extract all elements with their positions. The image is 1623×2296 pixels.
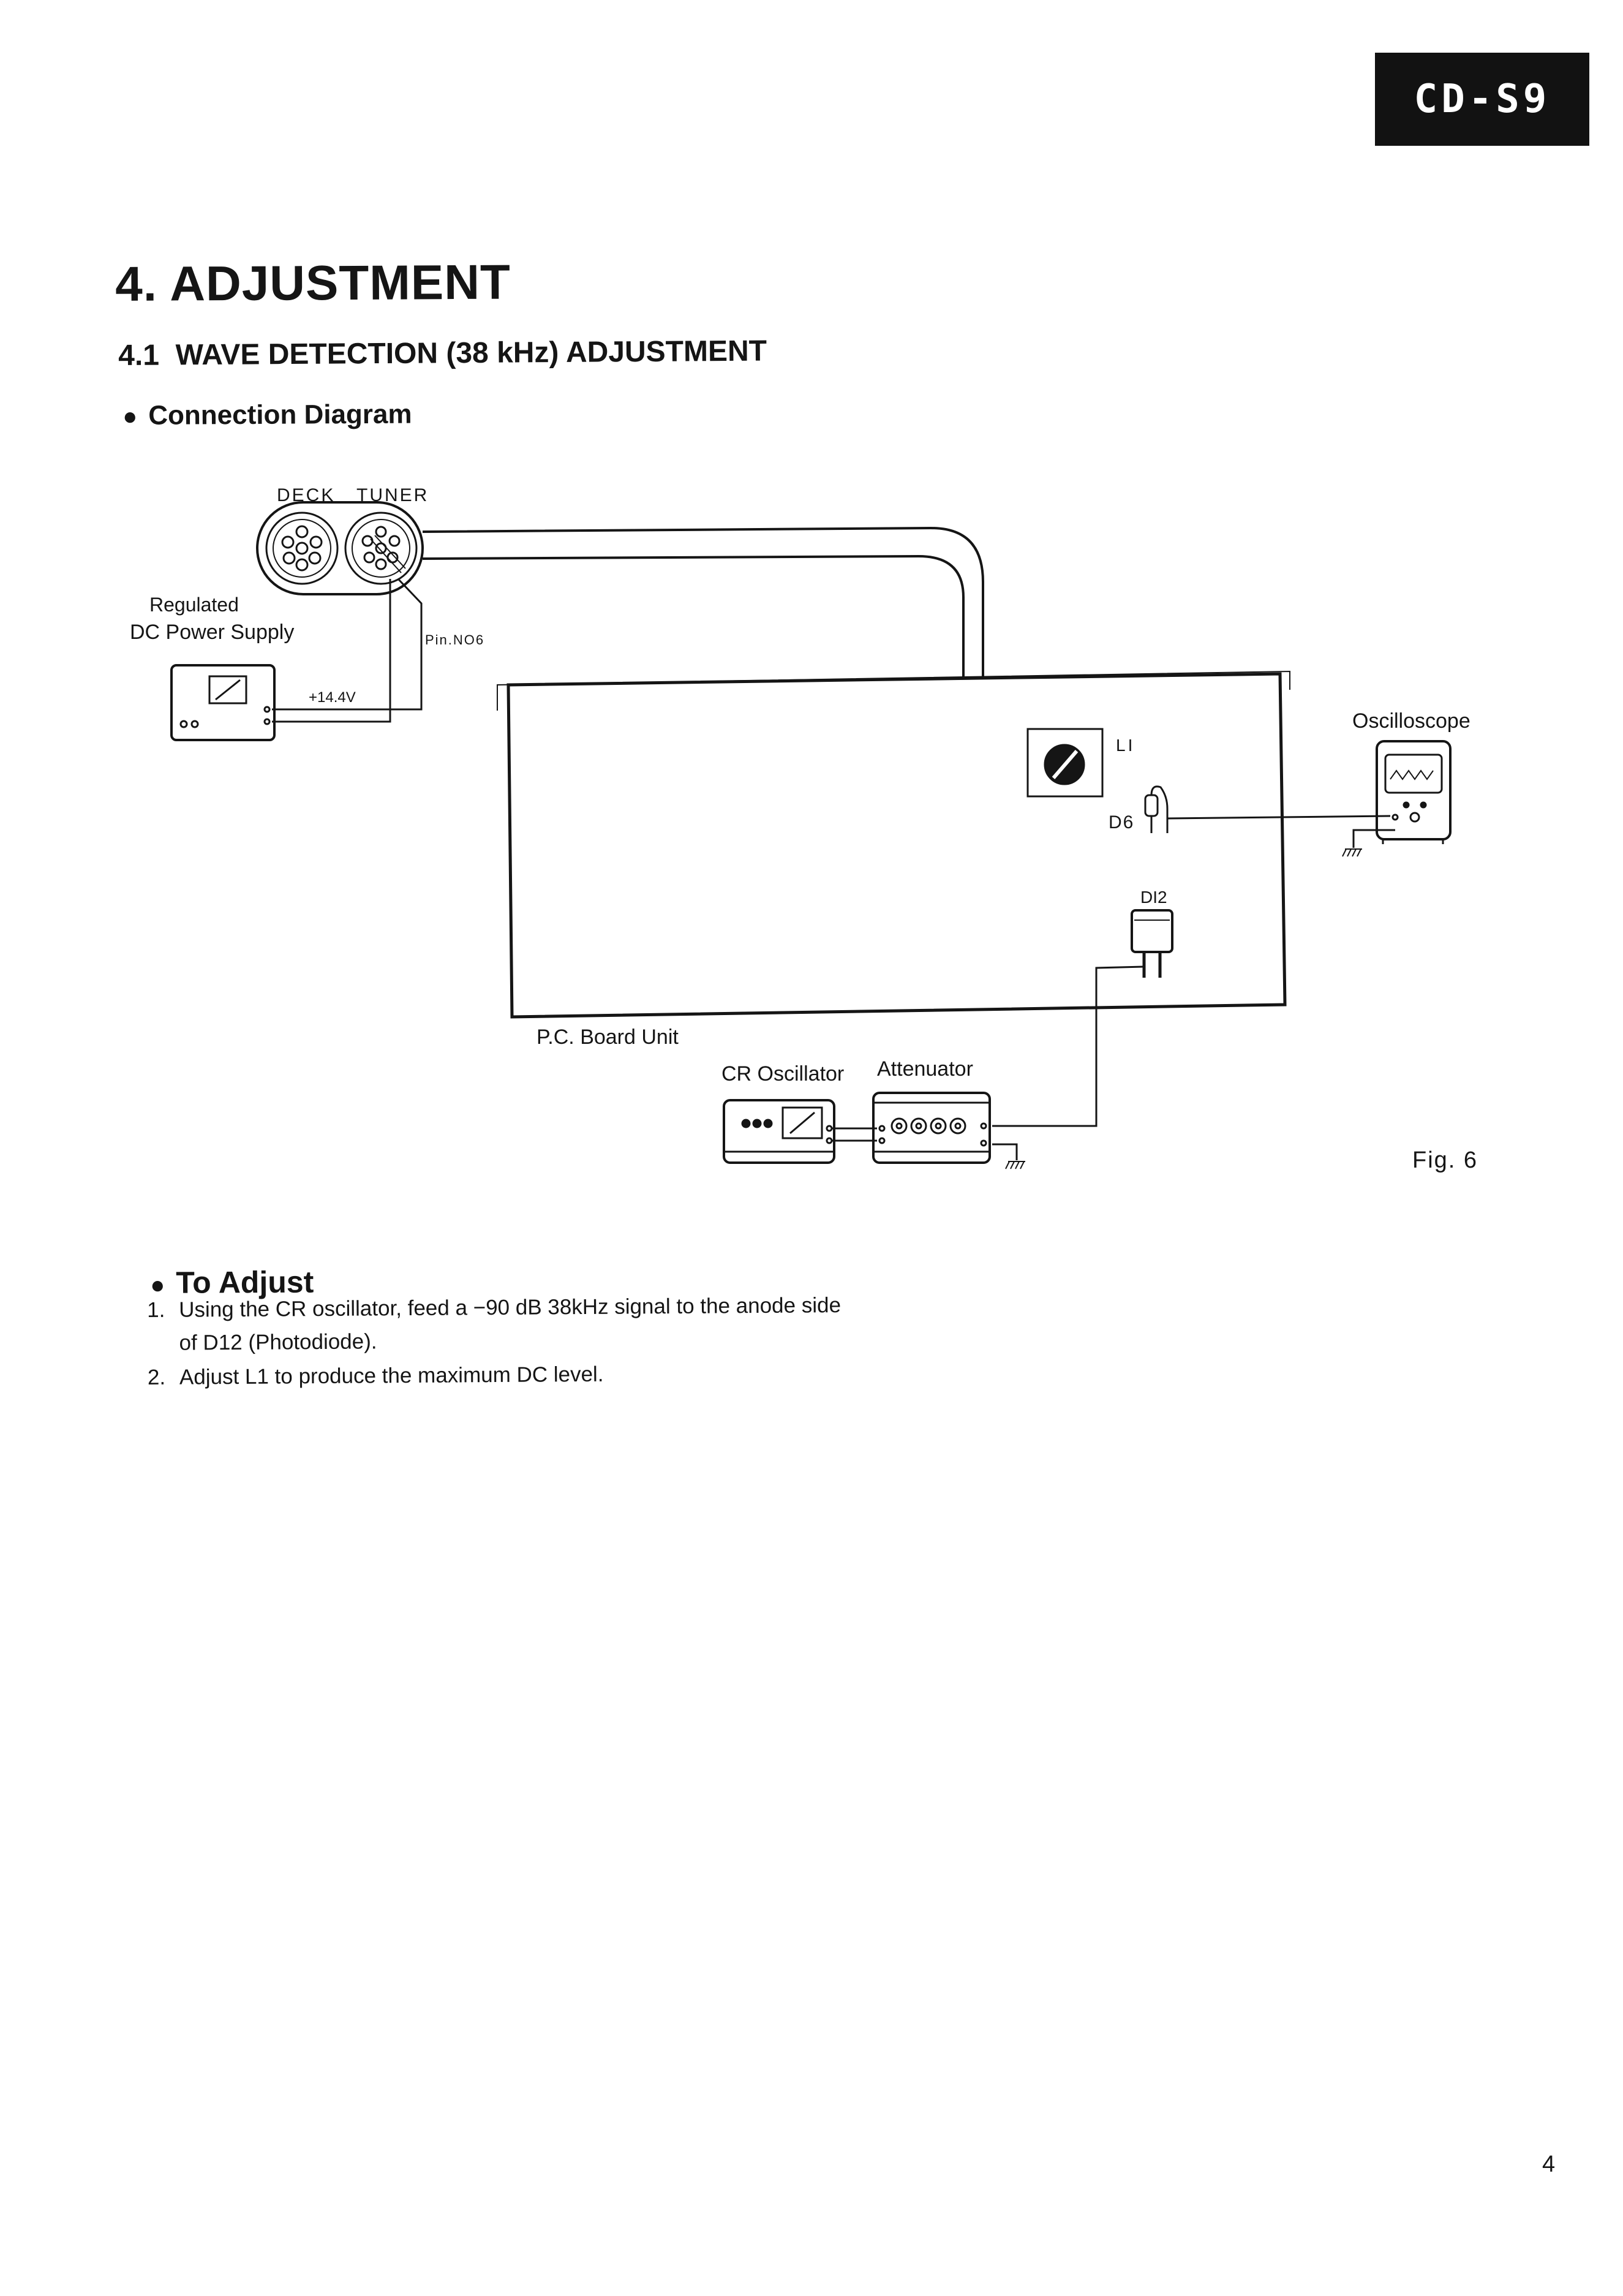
l1-coil-icon — [1026, 728, 1104, 798]
l1-label: LI — [1116, 736, 1135, 755]
d12-photodiode-icon — [1131, 909, 1173, 978]
pc-board-unit — [497, 670, 1290, 1019]
d12-signal-wire — [992, 965, 1145, 1127]
d6-label: D6 — [1109, 812, 1134, 833]
power-supply-label-line1: Regulated — [149, 594, 239, 616]
oscilloscope-wire — [1167, 815, 1391, 820]
figure-label: Fig. 6 — [1412, 1147, 1478, 1173]
voltage-label: +14.4V — [309, 689, 356, 706]
page-number: 4 — [1542, 2151, 1556, 2177]
deck-tuner-connectors — [256, 501, 424, 595]
deck-label: DECK — [277, 485, 335, 505]
step-text: Using the CR oscillator, feed a −90 dB 3… — [179, 1293, 842, 1355]
step-item: 1. Using the CR oscillator, feed a −90 d… — [147, 1289, 852, 1360]
pcb-label: P.C. Board Unit — [537, 1025, 679, 1049]
step-text: Adjust L1 to produce the maximum DC leve… — [179, 1362, 604, 1389]
tuner-label: TUNER — [356, 485, 429, 505]
deck-connector-icon — [265, 512, 339, 585]
attenuator-icon — [872, 1092, 991, 1164]
attenuator-label: Attenuator — [877, 1057, 973, 1081]
step-number: 2. — [147, 1365, 166, 1389]
step-number: 1. — [147, 1297, 165, 1322]
dc-power-supply-icon — [170, 664, 276, 741]
connector-cable — [422, 526, 984, 679]
connection-diagram: DECK TUNER Regulated DC Power Supply +14… — [130, 485, 1478, 1173]
d12-label: DI2 — [1140, 888, 1167, 907]
power-wire — [272, 579, 391, 723]
cr-oscillator-label: CR Oscillator — [721, 1062, 844, 1086]
cr-oscillator-icon — [723, 1099, 835, 1164]
model-badge: CD-S9 — [1375, 53, 1589, 146]
oscilloscope-label: Oscilloscope — [1352, 709, 1470, 733]
adjustment-steps: 1. Using the CR oscillator, feed a −90 d… — [147, 1289, 852, 1395]
oscilloscope-icon — [1376, 740, 1452, 844]
step-item: 2. Adjust L1 to produce the maximum DC l… — [148, 1356, 852, 1394]
d6-diode-icon — [1144, 785, 1169, 833]
power-supply-label-line2: DC Power Supply — [130, 621, 294, 644]
model-name: CD-S9 — [1414, 77, 1551, 122]
pin-label: Pin.NO6 — [425, 632, 484, 648]
tuner-connector-icon — [344, 512, 418, 585]
